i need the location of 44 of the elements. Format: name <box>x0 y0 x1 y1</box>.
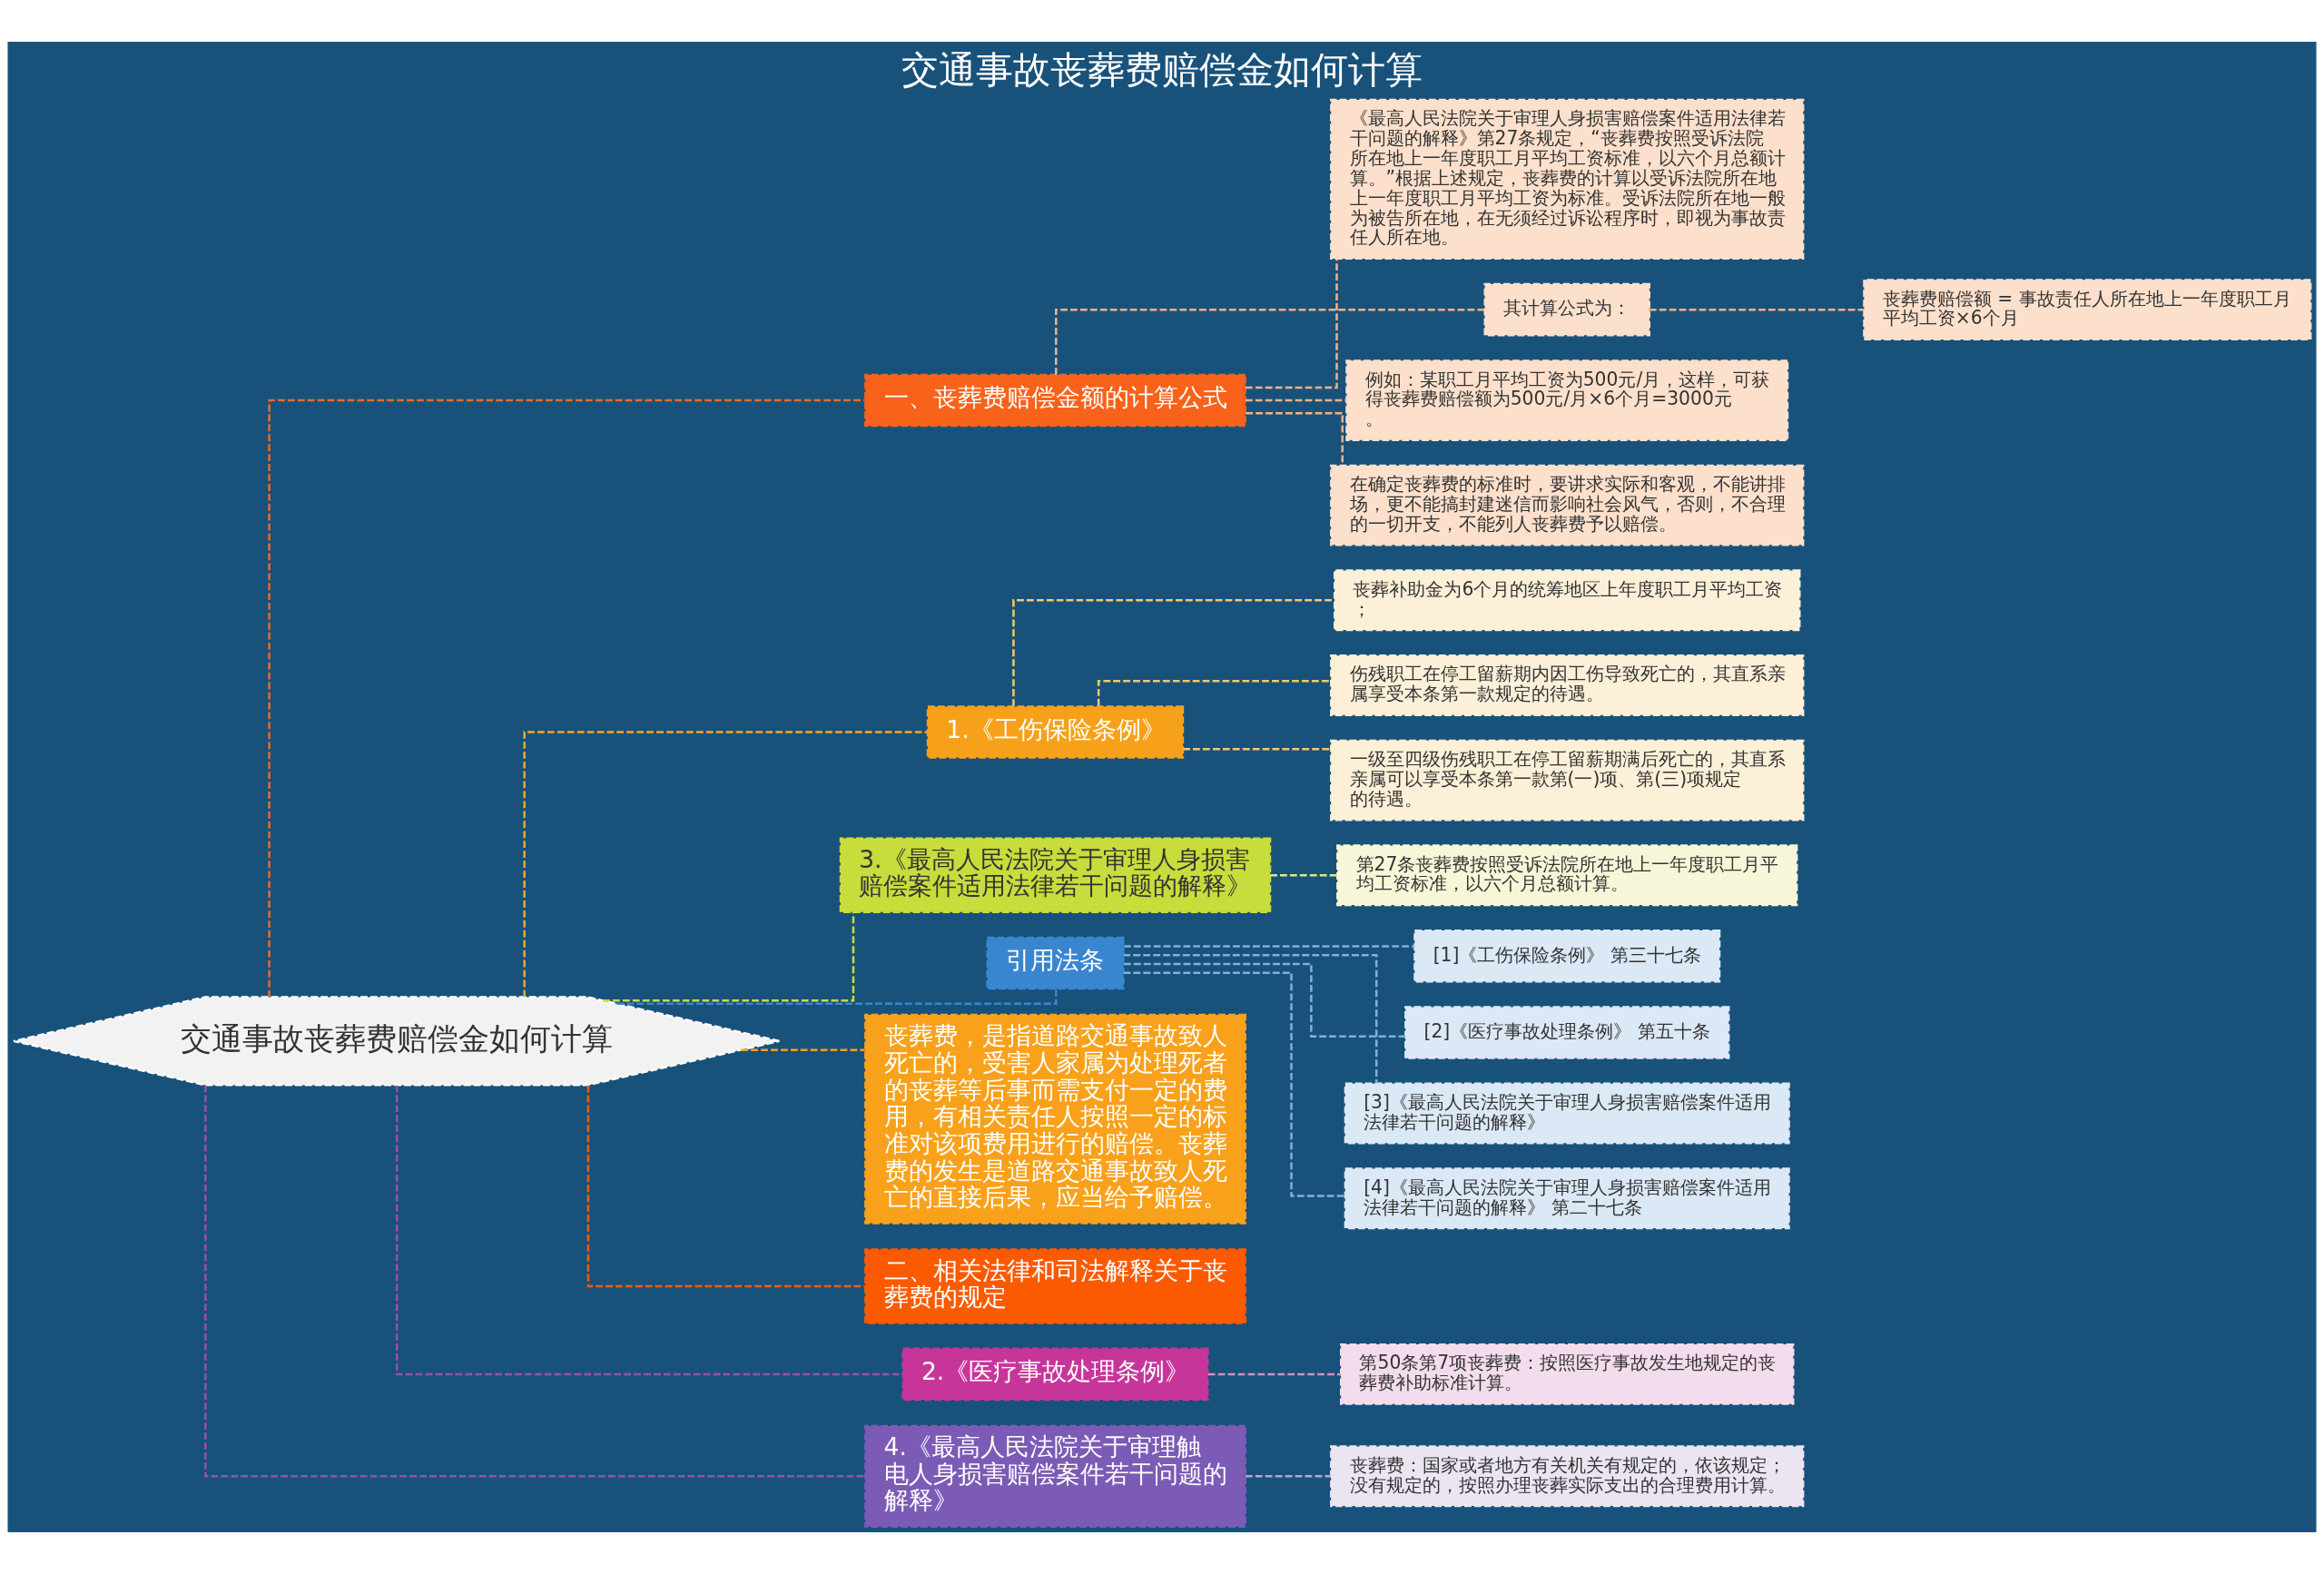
connector <box>523 731 928 998</box>
connector <box>603 911 855 1002</box>
node-box: 在确定丧葬费的标准时，要讲求实际和客观，不能讲排场，更不能搞封建迷信而影响社会风气，否则，不合理的一切开支，不能列人丧葬费予以赔偿。 <box>1330 464 1805 546</box>
connector <box>268 398 865 998</box>
connector <box>1123 954 1378 1084</box>
connector <box>586 1085 866 1288</box>
node-box: 第50条第7项丧葬费：按照医疗事故发生地规定的丧葬费补助标准计算。 <box>1340 1343 1795 1405</box>
node-box: 一级至四级伤残职工在停工留薪期满后死亡的，其直系亲属可以享受本条第一款第(一)项、第(三)项规定的待遇。 <box>1330 739 1805 821</box>
connector <box>1183 748 1331 751</box>
node-box: [3]《最高人民法院关于审理人身损害赔偿案件适用法律若干问题的解释》 <box>1344 1082 1790 1145</box>
node-box: [4]《最高人民法院关于审理人身损害赔偿案件适用法律若干问题的解释》 第二十七条 <box>1344 1167 1790 1230</box>
node-box: 伤残职工在停工留薪期内因工伤导致死亡的，其直系亲属享受本条第一款规定的待遇。 <box>1330 654 1805 716</box>
node-box: 1.《工伤保险条例》 <box>926 705 1185 759</box>
connector <box>1123 945 1415 948</box>
connector <box>1270 873 1337 877</box>
node-box: 3.《最高人民法院关于审理人身损害赔偿案件适用法律若干问题的解释》 <box>839 837 1272 913</box>
node-box: 丧葬费赔偿额 = 事故责任人所在地上一年度职工月平均工资×6个月 <box>1863 279 2312 341</box>
connector <box>395 1085 903 1376</box>
diagram-title: 交通事故丧葬费赔偿金如何计算 <box>901 47 1423 92</box>
connector <box>1124 962 1406 1038</box>
node-box: [2]《医疗事故处理条例》 第五十条 <box>1404 1006 1730 1059</box>
connector <box>1649 308 1865 311</box>
node-box: 丧葬费，是指道路交通事故致人死亡的，受害人家属为处理死者的丧葬等后事而需支付一定的费用，有相关责任人按照一定的标准对该项费用进行的赔偿。丧葬费的发生是道路交通事故致人死亡的直接后果，应当给予赔偿。 <box>864 1013 1246 1225</box>
connector <box>1246 1475 1332 1478</box>
connector <box>204 1085 865 1478</box>
node-box: 一、丧葬费赔偿金额的计算公式 <box>864 373 1246 428</box>
connector <box>1012 599 1334 706</box>
connector <box>1123 971 1345 1197</box>
node-box: 2.《医疗事故处理条例》 <box>901 1347 1209 1402</box>
node-box: 其计算公式为： <box>1483 282 1650 337</box>
connector <box>1055 308 1485 375</box>
connector <box>1245 259 1338 389</box>
connector <box>1207 1372 1341 1376</box>
node-box: 《最高人民法院关于审理人身损害赔偿案件适用法律若干问题的解释》第27条规定，“丧葬费按照受诉法院所在地上一年度职工月平均工资标准，以六个月总额计算。”根据上述规定，丧葬费的计算以受诉法院所在地上一年度职工月平均工资为标准。受诉法院所在地一般为被告所在地，在无须经过诉讼程序时，即视为事故责任人所在地。 <box>1330 98 1805 261</box>
node-box: 丧葬补助金为6个月的统筹地区上年度职工月平均工资； <box>1333 569 1801 632</box>
node-box: 4.《最高人民法院关于审理触电人身损害赔偿案件若干问题的解释》 <box>864 1424 1246 1528</box>
connector <box>1246 398 1347 402</box>
node-box: [1]《工伤保险条例》 第三十七条 <box>1413 929 1721 983</box>
node-box: 引用法条 <box>986 936 1125 990</box>
connector <box>741 1048 865 1051</box>
node-box: 丧葬费：国家或者地方有关机关有规定的，依该规定；没有规定的，按照办理丧葬实际支出的合理费用计算。 <box>1330 1445 1805 1508</box>
node-box: 二、相关法律和司法解释关于丧葬费的规定 <box>864 1248 1246 1324</box>
node-box: 例如：某职工月平均工资为500元/月，这样，可获得丧葬费赔偿额为500元/月×6个月=3000元。 <box>1345 359 1789 441</box>
node-box: 第27条丧葬费按照受诉法院所在地上一年度职工月平均工资标准，以六个月总额计算。 <box>1336 844 1798 907</box>
